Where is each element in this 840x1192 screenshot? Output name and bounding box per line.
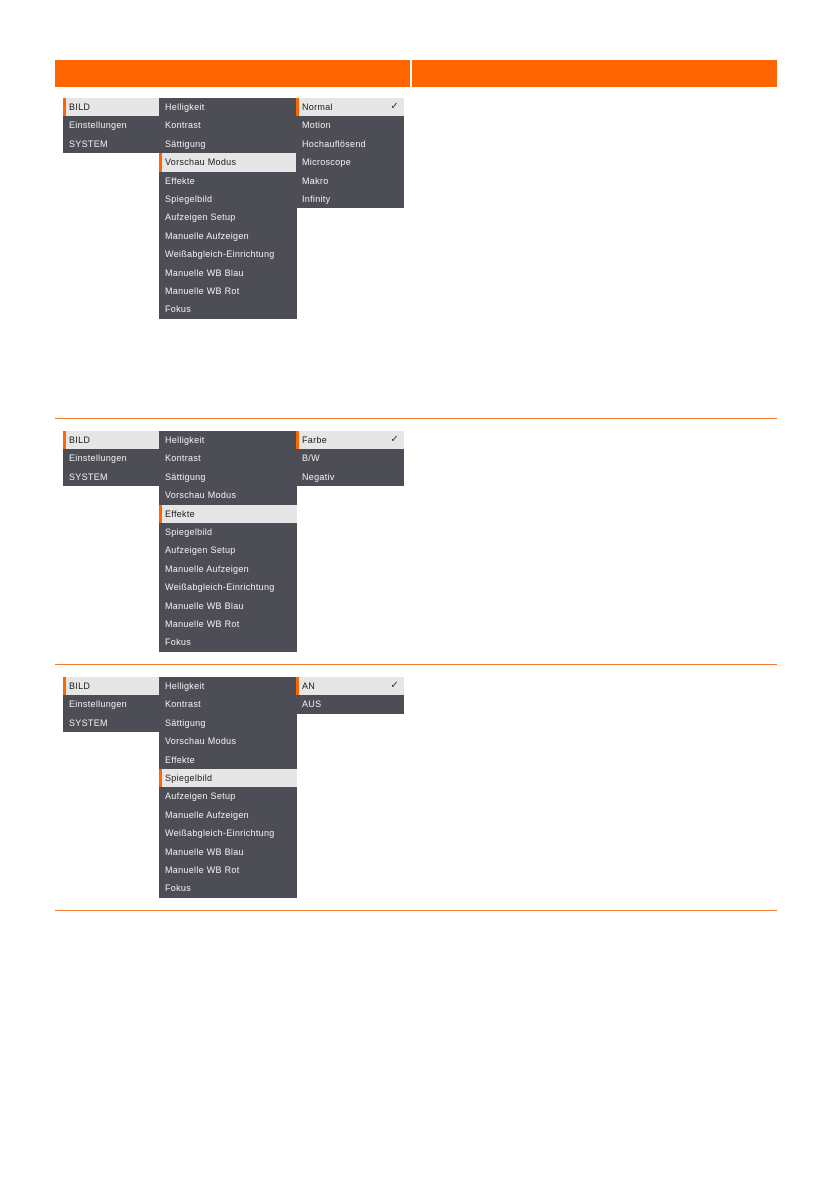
menu-bild-submenu: Helligkeit Kontrast Sättigung Vorschau M… bbox=[159, 431, 297, 652]
menu-item-system[interactable]: SYSTEM bbox=[69, 717, 108, 728]
option-label: Normal bbox=[302, 102, 333, 112]
option-normal[interactable]: Normal ✓ bbox=[296, 98, 404, 117]
menu-item-effekte[interactable]: Effekte bbox=[165, 175, 195, 186]
option-label: Farbe bbox=[302, 435, 328, 445]
menu-item-manuelle-wb-rot[interactable]: Manuelle WB Rot bbox=[165, 864, 240, 875]
checkmark-icon: ✓ bbox=[390, 101, 399, 112]
menu-item-kontrast[interactable]: Kontrast bbox=[165, 453, 201, 464]
menu-item-bild[interactable]: BILD bbox=[63, 98, 159, 117]
menu-main: BILD Einstellungen SYSTEM bbox=[63, 98, 159, 154]
menu-item-manuelle-aufzeigen[interactable]: Manuelle Aufzeigen bbox=[165, 809, 249, 820]
menu-item-helligkeit[interactable]: Helligkeit bbox=[165, 435, 205, 445]
option-aus[interactable]: AUS bbox=[302, 699, 322, 710]
menu-options: Normal✓ Motion Hochauflösend Microscope … bbox=[296, 98, 404, 209]
menu-item-einstellungen[interactable]: Einstellungen bbox=[69, 453, 127, 464]
menu-bild-submenu: Helligkeit Kontrast Sättigung Vorschau M… bbox=[159, 677, 297, 898]
table-header-bar bbox=[55, 60, 777, 87]
menu-item-system[interactable]: SYSTEM bbox=[69, 471, 108, 482]
menu-item-einstellungen[interactable]: Einstellungen bbox=[69, 120, 127, 131]
menu-item-manuelle-wb-blau[interactable]: Manuelle WB Blau bbox=[165, 846, 244, 857]
option-infinity[interactable]: Infinity bbox=[302, 193, 331, 204]
menu-main: BILD Einstellungen SYSTEM bbox=[63, 431, 159, 487]
menu-item-saettigung[interactable]: Sättigung bbox=[165, 717, 206, 728]
menu-item-effekte[interactable]: Effekte bbox=[159, 504, 297, 524]
option-makro[interactable]: Makro bbox=[302, 175, 329, 186]
menu-item-spiegelbild[interactable]: Spiegelbild bbox=[159, 768, 297, 788]
row-divider bbox=[55, 664, 777, 665]
menu-item-vorschau-modus[interactable]: Vorschau Modus bbox=[159, 153, 297, 172]
menu-main: BILD Einstellungen SYSTEM bbox=[63, 677, 159, 733]
option-hochaufloesend[interactable]: Hochauflösend bbox=[302, 138, 366, 149]
menu-item-weissabgleich[interactable]: Weißabgleich-Einrichtung bbox=[165, 249, 275, 260]
menu-item-vorschau-modus[interactable]: Vorschau Modus bbox=[165, 736, 237, 747]
checkmark-icon: ✓ bbox=[390, 680, 399, 691]
option-motion[interactable]: Motion bbox=[302, 120, 331, 131]
menu-item-aufzeigen-setup[interactable]: Aufzeigen Setup bbox=[165, 212, 236, 223]
menu-item-kontrast[interactable]: Kontrast bbox=[165, 120, 201, 131]
menu-item-manuelle-wb-blau[interactable]: Manuelle WB Blau bbox=[165, 600, 244, 611]
menu-item-spiegelbild[interactable]: Spiegelbild bbox=[165, 526, 213, 537]
menu-item-weissabgleich[interactable]: Weißabgleich-Einrichtung bbox=[165, 582, 275, 593]
menu-item-saettigung[interactable]: Sättigung bbox=[165, 138, 206, 149]
menu-item-weissabgleich[interactable]: Weißabgleich-Einrichtung bbox=[165, 828, 275, 839]
table-header-left bbox=[55, 60, 410, 87]
menu-item-fokus[interactable]: Fokus bbox=[165, 637, 192, 648]
menu-item-bild[interactable]: BILD bbox=[63, 677, 159, 696]
option-label: AN bbox=[302, 681, 316, 691]
option-negativ[interactable]: Negativ bbox=[302, 471, 335, 482]
menu-item-manuelle-aufzeigen[interactable]: Manuelle Aufzeigen bbox=[165, 563, 249, 574]
row-divider bbox=[55, 910, 777, 911]
menu-item-manuelle-wb-rot[interactable]: Manuelle WB Rot bbox=[165, 285, 240, 296]
menu-item-manuelle-wb-blau[interactable]: Manuelle WB Blau bbox=[165, 267, 244, 278]
option-an[interactable]: AN ✓ bbox=[296, 677, 404, 696]
menu-item-fokus[interactable]: Fokus bbox=[165, 883, 192, 894]
menu-item-spiegelbild[interactable]: Spiegelbild bbox=[165, 193, 213, 204]
menu-item-aufzeigen-setup[interactable]: Aufzeigen Setup bbox=[165, 545, 236, 556]
menu-bild-submenu: Helligkeit Kontrast Sättigung Vorschau M… bbox=[159, 98, 297, 319]
menu-item-fokus[interactable]: Fokus bbox=[165, 304, 192, 315]
menu-item-aufzeigen-setup[interactable]: Aufzeigen Setup bbox=[165, 791, 236, 802]
menu-item-system[interactable]: SYSTEM bbox=[69, 138, 108, 149]
option-microscope[interactable]: Microscope bbox=[302, 157, 352, 168]
menu-item-manuelle-aufzeigen[interactable]: Manuelle Aufzeigen bbox=[165, 230, 249, 241]
menu-item-bild[interactable]: BILD bbox=[63, 431, 159, 450]
row-divider bbox=[55, 418, 777, 419]
menu-item-effekte[interactable]: Effekte bbox=[165, 754, 195, 765]
table-header-right bbox=[412, 60, 777, 87]
menu-item-helligkeit[interactable]: Helligkeit bbox=[165, 681, 205, 691]
menu-item-einstellungen[interactable]: Einstellungen bbox=[69, 699, 127, 710]
option-bw[interactable]: B/W bbox=[302, 453, 320, 464]
menu-item-helligkeit[interactable]: Helligkeit bbox=[165, 102, 205, 112]
menu-item-kontrast[interactable]: Kontrast bbox=[165, 699, 201, 710]
checkmark-icon: ✓ bbox=[390, 434, 399, 445]
menu-item-vorschau-modus[interactable]: Vorschau Modus bbox=[165, 490, 237, 501]
option-farbe[interactable]: Farbe ✓ bbox=[296, 431, 404, 450]
menu-options: Farbe ✓ B/W Negativ bbox=[296, 431, 404, 487]
menu-options: AN ✓ AUS bbox=[296, 677, 404, 714]
menu-item-saettigung[interactable]: Sättigung bbox=[165, 471, 206, 482]
menu-item-manuelle-wb-rot[interactable]: Manuelle WB Rot bbox=[165, 618, 240, 629]
